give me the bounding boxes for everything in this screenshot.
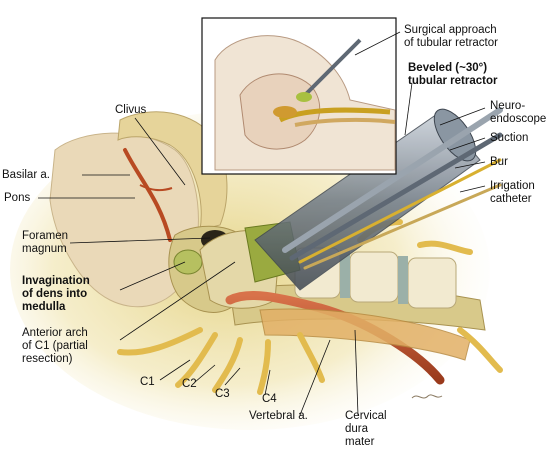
label-bur: Bur (490, 156, 508, 168)
label-surgical-approach: Surgical approach of tubular retractor (404, 24, 498, 49)
vertebral-artery-shape (225, 290, 445, 385)
label-invagination: Invagination of dens into medulla (22, 275, 90, 313)
label-irrigation-catheter: Irrigation catheter (490, 180, 535, 205)
artist-signature (411, 394, 443, 399)
label-anterior-arch: Anterior arch of C1 (partial resection) (22, 327, 88, 365)
dura-shape (259, 308, 471, 361)
clivus-bone (117, 111, 228, 231)
label-suction: Suction (490, 132, 529, 144)
instrument-shafts (282, 107, 503, 270)
label-c2: C2 (182, 378, 197, 390)
basilar-artery-branch (139, 184, 173, 192)
label-neuroendoscope: Neuro- endoscope (490, 100, 547, 125)
label-foramen-magnum: Foramen magnum (22, 230, 69, 255)
label-vertebral-artery: Vertebral a. (249, 410, 308, 422)
label-beveled-retractor: Beveled (~30°) tubular retractor (408, 62, 498, 87)
label-clivus: Clivus (115, 104, 147, 116)
leader-lines (38, 31, 486, 416)
dens-shape (173, 249, 203, 275)
label-basilar-artery: Basilar a. (2, 169, 50, 181)
label-pons: Pons (4, 192, 31, 204)
label-c1: C1 (140, 376, 155, 388)
inset-head (214, 35, 396, 171)
label-c4: C4 (262, 393, 277, 405)
basilar-artery-shape (123, 148, 172, 242)
label-cervical-dura: Cervical dura mater (345, 410, 387, 448)
label-c3: C3 (215, 388, 230, 400)
